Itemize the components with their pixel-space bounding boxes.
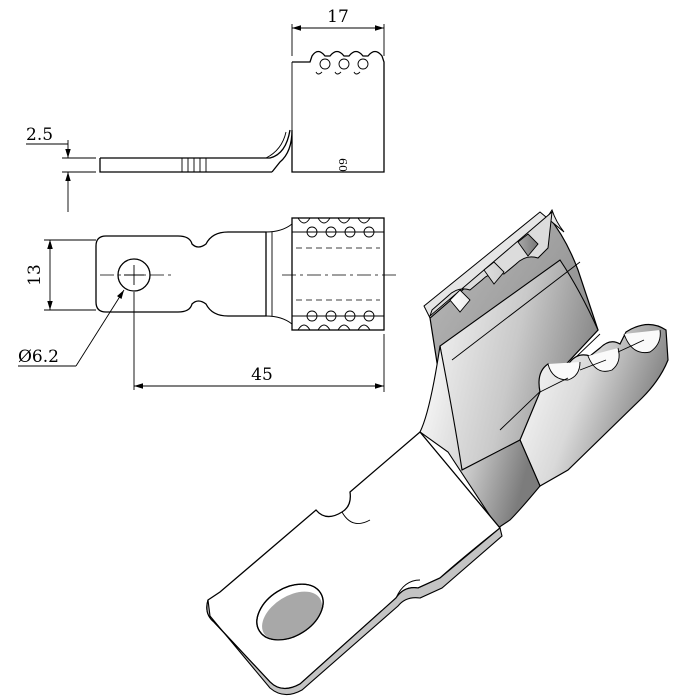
dim-hole-diameter: Ø6.2 xyxy=(18,347,59,367)
dim-overall-length: 45 xyxy=(251,365,273,385)
dim-width: 13 xyxy=(25,264,45,286)
rear-teeth xyxy=(428,210,553,318)
isometric-view xyxy=(206,208,669,696)
plan-view: 13 Ø6.2 45 xyxy=(18,217,400,392)
dim-thickness: 2.5 xyxy=(26,125,53,145)
front-teeth xyxy=(539,329,661,393)
side-view-marking: 09 xyxy=(337,158,350,172)
dim-flange-width: 17 xyxy=(327,7,349,27)
side-view: 09 17 2.5 xyxy=(26,7,385,212)
